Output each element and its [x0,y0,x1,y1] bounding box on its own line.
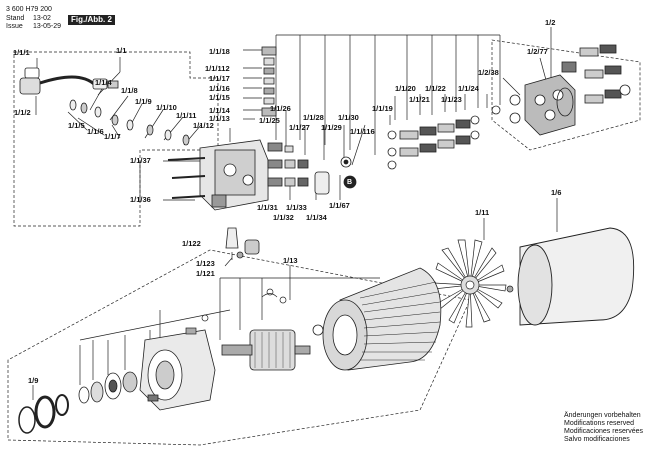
label-1-1-32: 1/1/32 [273,213,294,222]
label-1-1-15: 1/1/15 [209,93,230,102]
label-1-1-11: 1/1/11 [176,111,197,120]
label-1-1-14: 1/1/14 [209,106,230,115]
marker-b: B [347,179,353,186]
label-1-1-9: 1/1/9 [135,97,152,106]
label-1-1-116: 1/1/116 [350,127,375,136]
label-1-1-36: 1/1/36 [130,195,151,204]
figure-tag: Fig./Abb. 2 [68,15,115,25]
label-1-1-25: 1/1/25 [259,116,280,125]
label-1-1-18: 1/1/18 [209,47,230,56]
note-line-1: Änderungen vorbehalten [564,412,641,419]
label-1-1-22: 1/1/22 [425,84,446,93]
label-1-1-5: 1/1/5 [68,121,85,130]
document-number: 3 600 H79 200 [6,6,52,13]
label-1-121: 1/121 [196,269,215,278]
label-1-122: 1/122 [182,239,201,248]
stand-value: 13-02 [33,15,51,22]
label-1-1-31: 1/1/31 [257,203,278,212]
label-1-1: 1/1 [116,46,127,55]
label-1-1-8: 1/1/8 [121,86,138,95]
label-1-1-26: 1/1/26 [270,104,291,113]
label-1-9: 1/9 [28,376,39,385]
label-1-1-112: 1/1/112 [205,64,230,73]
note-line-3: Modificaciones reservées [564,428,643,435]
label-1-1-2: 1/1/2 [14,108,31,117]
label-1-1-24: 1/1/24 [458,84,479,93]
label-1-11: 1/11 [475,208,490,217]
label-1-1-23: 1/1/23 [441,95,462,104]
label-1-1-33: 1/1/33 [286,203,307,212]
stand-label: Stand [6,15,25,22]
issue-label: Issue [6,23,23,30]
label-1-1-1: 1/1/1 [13,48,30,57]
label-1-1-21: 1/1/21 [409,95,430,104]
note-line-2: Modifications reserved [564,420,635,427]
label-1-1-6: 1/1/6 [87,127,104,136]
label-1-1-17: 1/1/17 [209,74,230,83]
label-1-1-28: 1/1/28 [303,113,324,122]
issue-value: 13-05-29 [33,23,62,30]
label-1-1-12: 1/1/12 [193,121,214,130]
motor-group-outline [7,249,471,446]
label-1-1-29: 1/1/29 [321,123,342,132]
label-1-2: 1/2 [545,18,556,27]
label-1-1-4: 1/1/4 [95,78,112,87]
label-1-1-20: 1/1/20 [395,84,416,93]
label-1-1-7: 1/1/7 [104,132,121,141]
label-1-1-13: 1/1/13 [209,114,230,123]
label-1-6: 1/6 [551,188,562,197]
label-1-2-38: 1/2/38 [478,68,499,77]
label-1-1-16: 1/1/16 [209,84,230,93]
label-1-2-77: 1/2/77 [527,47,548,56]
note-line-4: Salvo modificaciones [564,436,630,443]
label-1-123: 1/123 [196,259,215,268]
label-1-1-34: 1/1/34 [306,213,327,222]
label-1-1-30: 1/1/30 [338,113,359,122]
label-1-1-37: 1/1/37 [130,156,151,165]
label-1-1-10: 1/1/10 [156,103,177,112]
label-1-1-19: 1/1/19 [372,104,393,113]
label-1-13: 1/13 [283,256,298,265]
label-1-1-27: 1/1/27 [289,123,310,132]
label-1-1-67: 1/1/67 [329,201,350,210]
